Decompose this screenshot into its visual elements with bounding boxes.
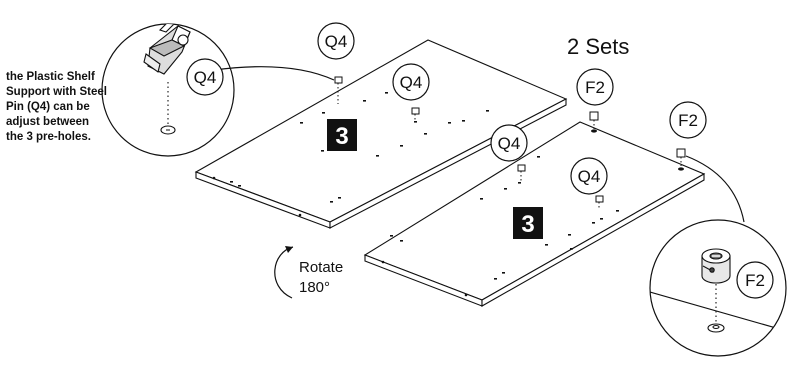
note-line: the 3 pre-holes. — [6, 131, 91, 143]
shelf-support-icon — [143, 24, 191, 75]
rotate-angle: 180° — [299, 279, 330, 296]
rotate-indicator: Rotate 180° — [274, 246, 343, 299]
step-badge-right: 3 — [513, 207, 543, 239]
f2-bubble-b — [669, 101, 707, 139]
step-number-left: 3 — [335, 123, 348, 150]
note-line: the Plastic Shelf — [6, 71, 95, 83]
q4-bubble-right-panel-b — [570, 157, 608, 195]
shelf-support-magnifier — [101, 23, 235, 157]
part-label-texts: Q4 Q4 Q4 Q4 Q4 F2 F2 F2 — [194, 32, 765, 290]
left-panel-q4-pins — [334, 76, 420, 120]
f2-label: F2 — [678, 111, 698, 130]
q4-label: Q4 — [578, 167, 601, 186]
q4-bubble-magnifier — [186, 58, 224, 96]
sets-count-title: 2 Sets — [567, 34, 629, 59]
instruction-note: the Plastic Shelf Support with Steel Pin… — [6, 70, 156, 145]
q4-label: Q4 — [400, 73, 423, 92]
note-line: Pin (Q4) can be — [6, 101, 90, 113]
right-panel-q4-pins — [517, 164, 604, 210]
step-number-right: 3 — [521, 211, 534, 238]
q4-label: Q4 — [325, 32, 348, 51]
q4-bubble-right-panel-a — [490, 124, 528, 162]
cam-lock-icon — [701, 248, 731, 284]
cam-lock-magnifier — [649, 219, 787, 357]
q4-bubble-top — [317, 22, 355, 60]
part-labels — [186, 22, 774, 299]
right-panel-f2-cams — [589, 111, 686, 166]
rotate-arrow-icon — [274, 246, 294, 299]
f2-label: F2 — [585, 78, 605, 97]
note-line: adjust between — [6, 116, 90, 128]
right-shelf-holes — [381, 129, 684, 297]
right-leader-line — [685, 155, 745, 223]
f2-bubble-magnifier — [736, 261, 774, 299]
left-leader-line — [213, 66, 335, 81]
step-badge-left: 3 — [327, 119, 357, 151]
q4-label: Q4 — [498, 134, 521, 153]
q4-bubble-left-panel — [392, 63, 430, 101]
f2-bubble-a — [576, 68, 614, 106]
left-shelf-holes — [212, 77, 489, 217]
q4-label: Q4 — [194, 68, 217, 87]
rotate-label: Rotate — [299, 259, 343, 276]
note-line: Support with Steel — [6, 86, 107, 98]
f2-label: F2 — [745, 271, 765, 290]
